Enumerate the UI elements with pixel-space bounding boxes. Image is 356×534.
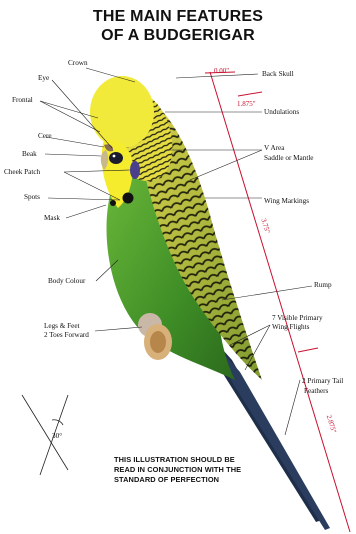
note-line1: THIS ILLUSTRATION SHOULD BE xyxy=(114,455,304,465)
label-spots: Spots xyxy=(24,193,40,202)
label-wing-markings: Wing Markings xyxy=(264,197,309,206)
label-saddle-mantle: Saddle or Mantle xyxy=(264,154,314,163)
standard-note: THIS ILLUSTRATION SHOULD BE READ IN CONJ… xyxy=(114,455,304,485)
label-tail-feathers: Feathers xyxy=(304,387,328,396)
label-body-colour: Body Colour xyxy=(48,277,85,286)
diagram-title-line2: OF A BUDGERIGAR xyxy=(0,27,356,45)
label-primary-tail: 2 Primary Tail xyxy=(302,377,343,386)
label-back-skull: Back Skull xyxy=(262,70,294,79)
note-line3: STANDARD OF PERFECTION xyxy=(114,475,304,485)
cheek-patch xyxy=(130,161,140,179)
label-wing-flights: Wing Flights xyxy=(272,323,309,332)
label-legs-feet: Legs & Feet xyxy=(44,322,80,331)
note-line2: READ IN CONJUNCTION WITH THE xyxy=(114,465,304,475)
label-cere: Cere xyxy=(38,132,52,141)
label-crown: Crown xyxy=(68,59,88,68)
label-rump: Rump xyxy=(314,281,332,290)
label-v-area: V Area xyxy=(264,144,284,153)
label-visible-primary: 7 Visible Primary xyxy=(272,314,323,323)
label-undulations: Undulations xyxy=(264,108,299,117)
label-cheek-patch: Cheek Patch xyxy=(4,168,40,177)
label-frontal: Frontal xyxy=(12,96,33,105)
label-two-toes-forward: 2 Toes Forward xyxy=(44,331,89,340)
measure-top: 0.00" xyxy=(214,67,229,75)
diagram-title-line1: THE MAIN FEATURES xyxy=(0,8,356,26)
label-angle: 30° xyxy=(52,432,62,441)
label-mask: Mask xyxy=(44,214,60,223)
eye xyxy=(109,152,123,164)
measure-head: 1.875" xyxy=(237,100,256,108)
label-eye: Eye xyxy=(38,74,49,83)
label-beak: Beak xyxy=(22,150,37,159)
